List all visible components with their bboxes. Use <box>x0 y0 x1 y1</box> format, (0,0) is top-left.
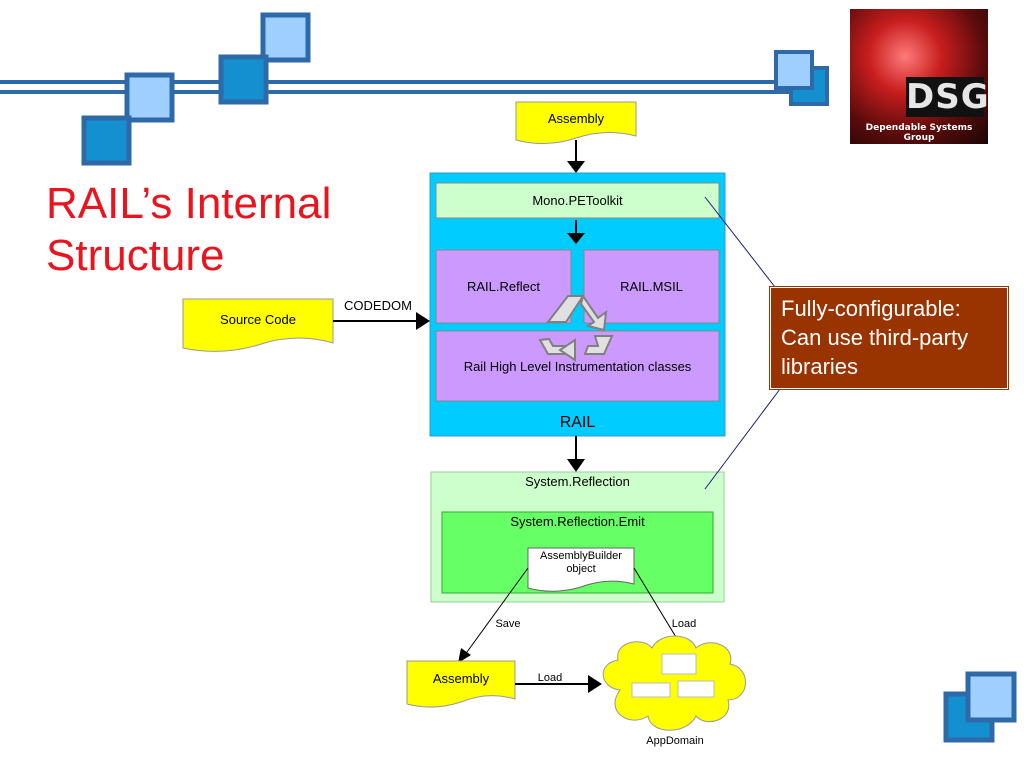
assembly-input-shape <box>515 101 637 144</box>
source-code-label: Source Code <box>220 312 296 327</box>
cloud-doc <box>661 653 697 675</box>
recycle-icon <box>538 293 614 362</box>
cloud-doc <box>677 680 715 698</box>
assembly-builder-label: AssemblyBuilder object <box>528 550 634 576</box>
configurable-callout: Fully-configurable: Can use third-party … <box>770 287 1008 389</box>
cloud-doc <box>631 682 671 698</box>
assembly-input-label: Assembly <box>547 111 605 126</box>
rail-reflect-box <box>435 249 572 324</box>
mono-petoolkit-label: Mono.PEToolkit <box>532 193 623 208</box>
appdomain-cloud <box>602 635 746 731</box>
source-code-shape <box>182 298 334 352</box>
logo-mark: DSG <box>906 77 988 117</box>
dsg-logo: DSG Dependable Systems Group <box>850 9 988 144</box>
callout-line-2: Can use third-party <box>781 325 969 350</box>
rail-high-level-box <box>435 330 720 402</box>
title-line-2: Structure <box>46 231 225 280</box>
assembly-builder-line-1: AssemblyBuilder <box>540 550 622 562</box>
callout-line-1: Fully-configurable: <box>781 296 961 321</box>
system-reflection-emit-label: System.Reflection.Emit <box>510 514 645 529</box>
assembly-output-shape <box>406 660 516 708</box>
deco-square <box>260 12 311 63</box>
load-label-top: Load <box>671 618 697 630</box>
slide-title: RAIL’s Internal Structure <box>46 178 406 282</box>
deco-square <box>774 50 814 90</box>
assembly-builder-line-2: object <box>566 563 596 575</box>
deco-square <box>965 671 1017 723</box>
deco-square <box>81 115 132 166</box>
assembly-output-label: Assembly <box>432 671 490 686</box>
rail-high-level-label: Rail High Level Instrumentation classes <box>463 358 692 374</box>
callout-line-3: libraries <box>781 354 859 379</box>
title-line-1: RAIL’s Internal <box>46 179 332 228</box>
deco-square <box>124 72 175 123</box>
load-label-bottom: Load <box>537 672 563 684</box>
assembly-builder-shape <box>527 547 635 592</box>
system-reflection-label: System.Reflection <box>525 474 630 489</box>
deco-square <box>218 54 269 105</box>
codedom-label: CODEDOM <box>344 298 412 313</box>
rail-msil-label: RAIL.MSIL <box>620 278 683 294</box>
save-label: Save <box>495 618 521 630</box>
rail-label: RAIL <box>559 414 596 431</box>
logo-subtitle: Dependable Systems Group <box>865 123 973 143</box>
rail-reflect-label: RAIL.Reflect <box>467 278 540 294</box>
appdomain-label: AppDomain <box>646 735 704 747</box>
mono-petoolkit-box <box>435 182 720 219</box>
